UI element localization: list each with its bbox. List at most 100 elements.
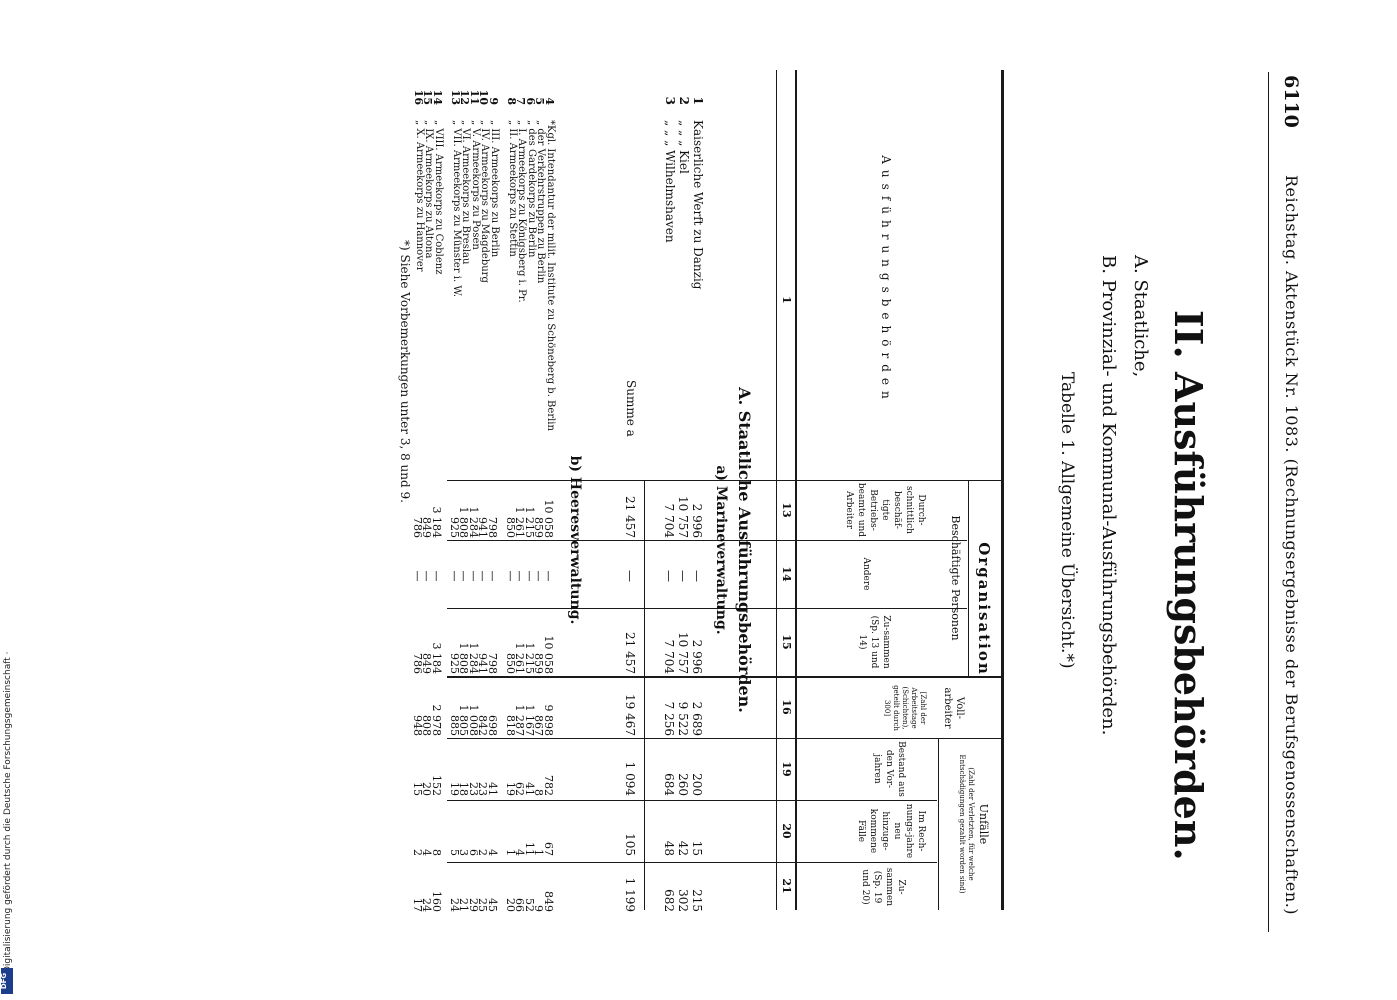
row-number: 3 bbox=[663, 96, 677, 105]
hrule-unfaelle bbox=[938, 738, 939, 910]
col16-note: [Zahl der Arbeitstage (Schichten), getei… bbox=[883, 685, 927, 731]
cell-c14: — bbox=[676, 570, 690, 582]
vrule-14 bbox=[447, 608, 967, 609]
cell-c21: 215 bbox=[690, 889, 704, 912]
cell-c14: — bbox=[690, 570, 704, 582]
row-number: 13 bbox=[448, 89, 462, 105]
cell-c19: 684 bbox=[662, 773, 676, 796]
row-name: „ „ „ Wilhelmshaven bbox=[663, 120, 677, 243]
hrule-organisation bbox=[968, 480, 969, 676]
cell-c13: 10 757 bbox=[676, 496, 690, 538]
cell-c20: 42 bbox=[676, 840, 690, 856]
cell-c16: 2 689 bbox=[690, 701, 704, 736]
col13-header: Durch-schnittlich beschäf-tigte Betriebs… bbox=[844, 482, 926, 538]
cell-c16: 948 bbox=[410, 715, 424, 736]
colnum-13: 13 bbox=[780, 502, 793, 518]
row-number: 16 bbox=[411, 89, 425, 105]
unfaelle-note: (Zahl der Verletzten, für welche Entschä… bbox=[958, 754, 975, 894]
cell-c19: 200 bbox=[690, 773, 704, 796]
row-name: „ IV. Armeekorps zu Magdeburg bbox=[479, 120, 491, 283]
cell-c13: 786 bbox=[410, 517, 424, 538]
col20-header: Im Rech-nungs-jahre neu hinzuge-kommene … bbox=[856, 803, 926, 859]
colnum-21: 21 bbox=[780, 878, 793, 894]
row-name: „ VI. Armeekorps zu Breslau bbox=[460, 120, 472, 265]
sum-cell-c15: 21 457 bbox=[623, 632, 637, 674]
cell-c13: 850 bbox=[503, 517, 517, 538]
row-number: 1 bbox=[691, 96, 705, 105]
cell-c21: 20 bbox=[503, 898, 517, 912]
group-b-heading: b) Heeresverwaltung. bbox=[567, 455, 583, 625]
sum-cell-c20: 105 bbox=[623, 833, 637, 856]
row-number: 2 bbox=[677, 96, 691, 105]
section-a-heading: A. Staatliche Ausführungsbehörden. bbox=[735, 387, 754, 713]
colnum-16: 16 bbox=[780, 699, 793, 715]
dfg-logo: DFG bbox=[0, 968, 13, 994]
organisation-header: Organisation bbox=[975, 542, 993, 676]
col19-header: Bestand aus den Vor-jahren bbox=[872, 741, 906, 797]
row-name: „ der Verkehrstruppen zu Berlin bbox=[535, 120, 547, 284]
row-name: „ V. Armeekorps zu Posen bbox=[469, 120, 481, 250]
colnum-1: 1 bbox=[780, 296, 793, 304]
group-a-heading: a) Marineverwaltung. bbox=[713, 465, 729, 635]
subtitle-a: A. Staatliche, bbox=[1130, 255, 1151, 378]
dfg-strip: Digitalisierung gefördert durch die Deut… bbox=[0, 600, 14, 1000]
cell-c19: 260 bbox=[676, 773, 690, 796]
cell-c19: 15 bbox=[410, 782, 424, 796]
sum-row-label: Summe a bbox=[624, 380, 638, 437]
section-title: II. Ausführungsbehörden. bbox=[1166, 310, 1211, 861]
colnum-14: 14 bbox=[780, 566, 793, 582]
table-top-rule bbox=[1001, 70, 1004, 910]
colnum-15: 15 bbox=[780, 634, 793, 650]
row-name: „ III. Armeekorps zu Berlin bbox=[489, 120, 500, 258]
sum-cell-c13: 21 457 bbox=[623, 496, 637, 538]
cell-c13: 2 996 bbox=[690, 503, 704, 538]
row-name: „ des Gardekorps zu Berlin bbox=[525, 120, 537, 258]
colnum-rule bbox=[776, 70, 777, 910]
cell-c16: 818 bbox=[503, 715, 517, 736]
header-rule bbox=[1268, 72, 1269, 932]
row-name: *Kgl. Intendantur der milit. Institute z… bbox=[545, 120, 556, 431]
colnum-19: 19 bbox=[780, 761, 793, 777]
cell-c15: 850 bbox=[503, 653, 517, 674]
sum-cell-c16: 19 467 bbox=[623, 694, 637, 736]
cell-c21: 302 bbox=[676, 889, 690, 912]
sum-cell-c19: 1 094 bbox=[623, 761, 637, 796]
cell-c14: — bbox=[447, 570, 461, 582]
col14-header: Andere bbox=[861, 557, 871, 591]
row-name: „ „ „ Kiel bbox=[677, 120, 691, 174]
table-caption: Tabelle 1. Allgemeine Übersicht.*) bbox=[1057, 372, 1077, 669]
sum-cell-c21: 1 199 bbox=[623, 877, 637, 912]
cell-c20: 48 bbox=[662, 840, 676, 856]
cell-c21: 17 bbox=[410, 898, 424, 912]
cell-c20: 2 bbox=[410, 849, 424, 856]
row-name: „ X. Armeekorps zu Hannover bbox=[413, 120, 425, 272]
sum-rule bbox=[644, 480, 645, 910]
cell-c19: 19 bbox=[447, 782, 461, 796]
cell-c15: 7 704 bbox=[662, 639, 676, 674]
stub-header: Ausführungsbehörden bbox=[879, 155, 893, 405]
colnum-20: 20 bbox=[780, 823, 793, 839]
cell-c20: 5 bbox=[447, 849, 461, 856]
running-title: Reichstag. Aktenstück Nr. 1083. (Rechnun… bbox=[1282, 175, 1301, 916]
row-name: „ IX. Armeekorps zu Altona bbox=[423, 120, 435, 259]
cell-c16: 885 bbox=[447, 715, 461, 736]
dfg-credit-text: Digitalisierung gefördert durch die Deut… bbox=[3, 651, 13, 973]
col21-header: Zu-sammen (Sp. 19 und 20) bbox=[860, 867, 906, 907]
header-bottom-rule bbox=[795, 70, 797, 910]
unfaelle-header: Unfälle bbox=[977, 803, 990, 845]
row-name: Kaiserliche Werft zu Danzig bbox=[691, 120, 705, 290]
page-number: 6110 bbox=[1280, 75, 1302, 128]
cell-c21: 24 bbox=[447, 898, 461, 912]
col16-header: Voll-arbeiter bbox=[942, 687, 965, 729]
subtitle-b: B. Provinzial- und Kommunal-Ausführungsb… bbox=[1098, 255, 1119, 736]
cell-c15: 2 996 bbox=[690, 639, 704, 674]
cell-c19: 19 bbox=[503, 782, 517, 796]
cell-c13: 925 bbox=[447, 517, 461, 538]
sum-cell-c14: — bbox=[623, 570, 637, 582]
row-name: „ VIII. Armeekorps zu Coblenz bbox=[433, 120, 444, 275]
row-name: „ I. Armeekorps zu Königsberg i. Pr. bbox=[516, 120, 528, 303]
cell-c15: 786 bbox=[410, 653, 424, 674]
cell-c20: 15 bbox=[690, 840, 704, 856]
cell-c14: — bbox=[503, 570, 517, 582]
